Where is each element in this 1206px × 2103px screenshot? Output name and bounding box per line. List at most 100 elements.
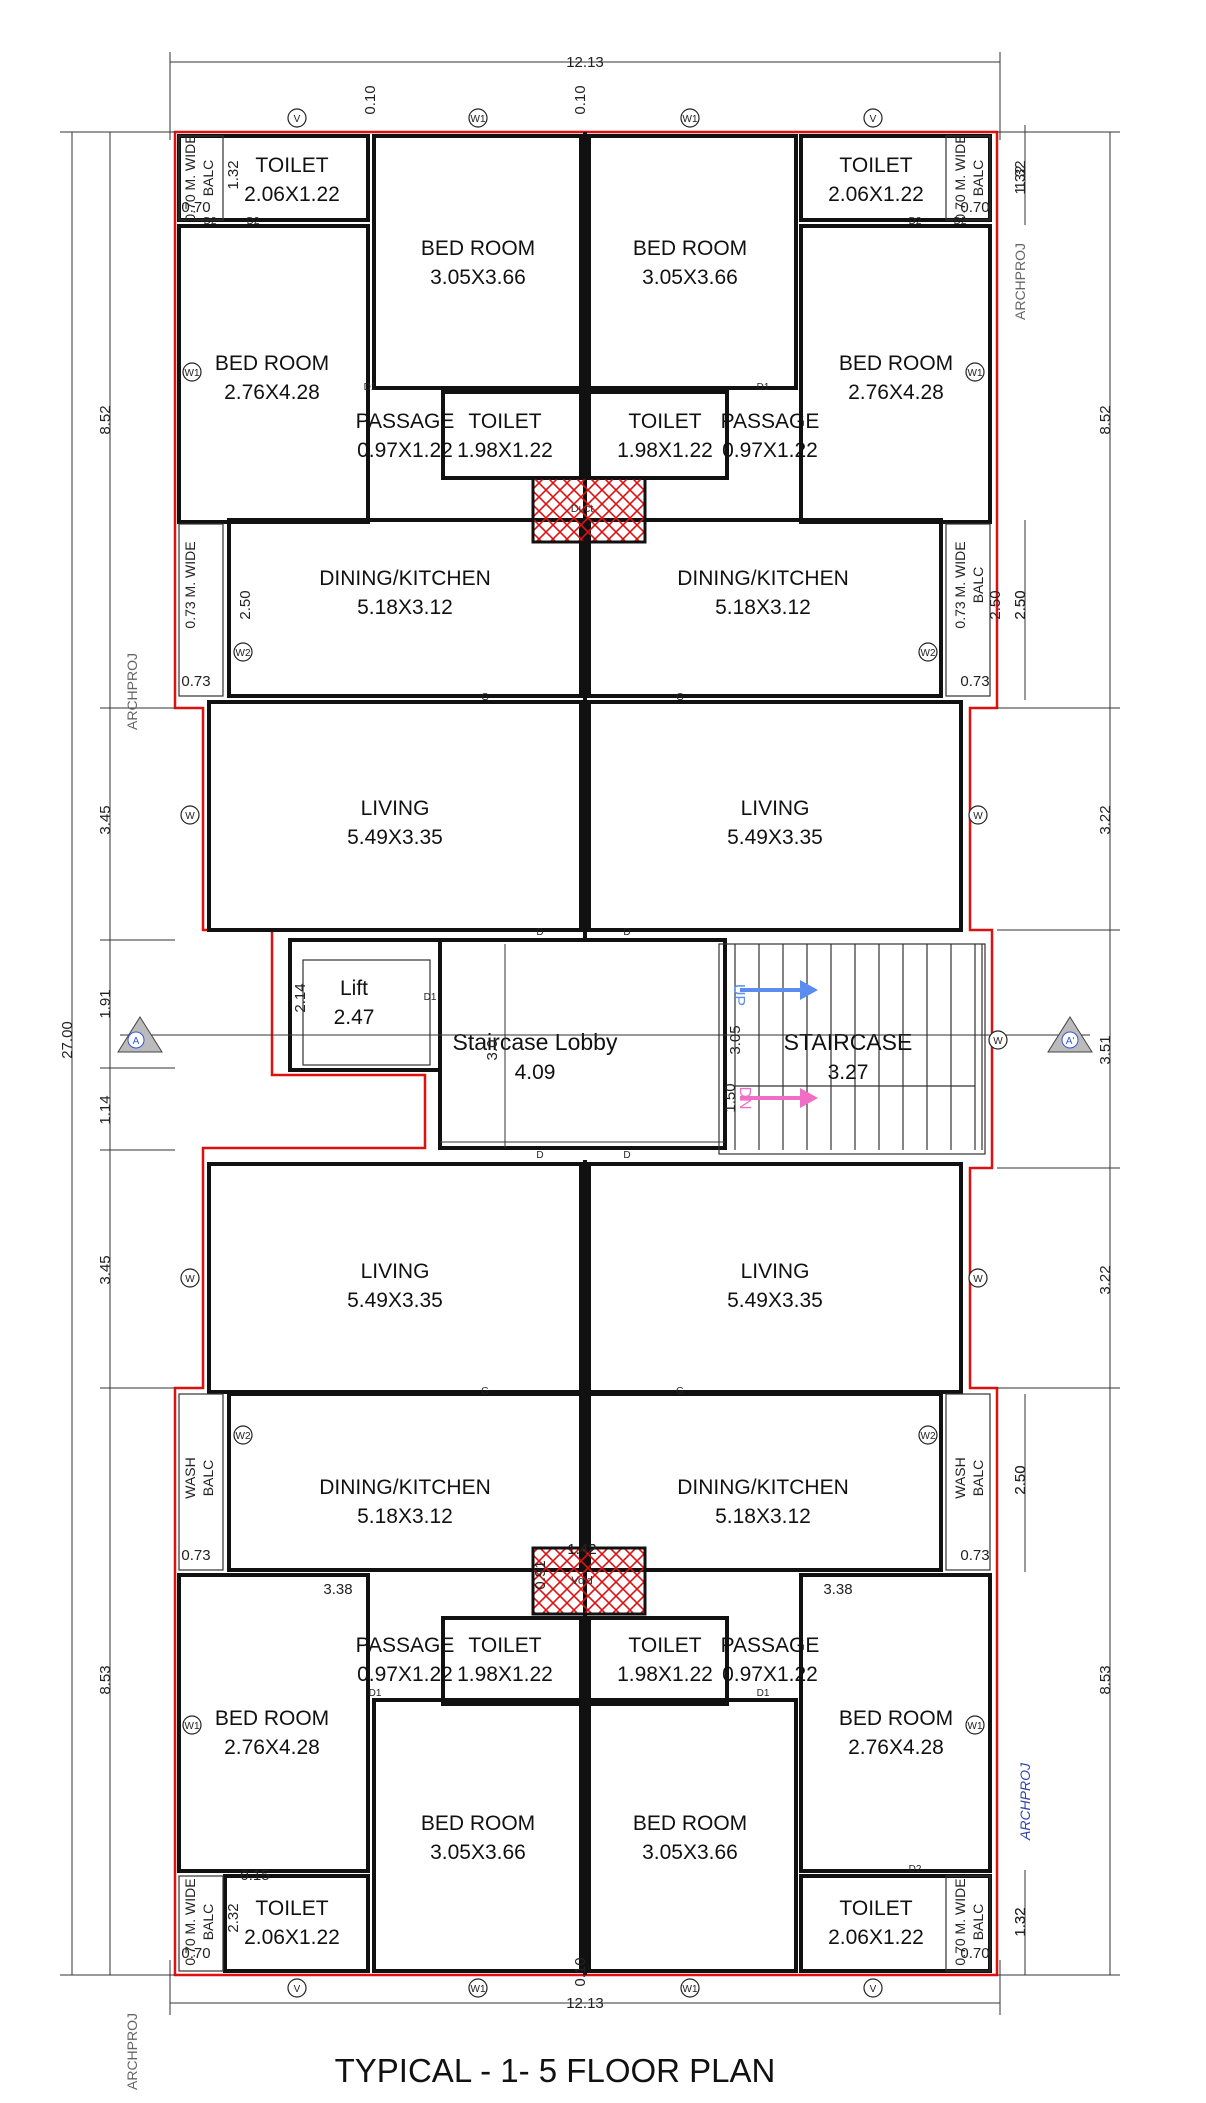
dim-top: 12.13 xyxy=(566,54,604,71)
dim-internal: 3.38 xyxy=(823,1581,852,1598)
room-size: 2.06X1.22 xyxy=(828,183,924,206)
opening-tag-label: D2 xyxy=(247,216,260,227)
dim-internal: 0.73 xyxy=(960,1547,989,1564)
stair-dn-label: DN xyxy=(736,1086,753,1109)
opening-tag-label: V xyxy=(870,114,877,125)
walls xyxy=(177,132,992,1975)
room-size: 5.18X3.12 xyxy=(357,1505,453,1528)
dim-internal: 3.0 xyxy=(484,1040,501,1061)
section-marker-right: A' xyxy=(1047,1016,1093,1053)
balcony-label: 0.70 M. WIDE xyxy=(952,1878,968,1965)
room-name: BED ROOM xyxy=(633,237,747,260)
room-size: 2.06X1.22 xyxy=(244,1926,340,1949)
dim-right: 1.32 xyxy=(1012,1907,1029,1936)
watermark: ARCHPROJ xyxy=(124,653,140,730)
room-size: 0.97X1.22 xyxy=(722,439,818,462)
dim-left: 1.14 xyxy=(97,1095,114,1124)
opening-tag-label: V xyxy=(294,114,301,125)
dim-left: 8.52 xyxy=(97,405,114,434)
duct-shaft xyxy=(531,476,647,544)
room-size: 0.97X1.22 xyxy=(722,1663,818,1686)
room-name: BED ROOM xyxy=(421,1812,535,1835)
dim-internal: 0.70 xyxy=(960,199,989,216)
room-name: BED ROOM xyxy=(215,352,329,375)
opening-tag: V xyxy=(287,108,307,128)
stair-up-label: UP xyxy=(730,984,747,1006)
opening-tag-label: D2 xyxy=(954,216,967,227)
room-name: STAIRCASE xyxy=(784,1029,913,1055)
dim-internal: 0.15 xyxy=(240,1867,269,1884)
dim-internal: 1.32 xyxy=(225,160,242,189)
room-name: PASSAGE xyxy=(356,410,455,433)
opening-tag: V xyxy=(287,1978,307,1998)
room-name: LIVING xyxy=(361,797,430,820)
opening-tag: W2 xyxy=(233,642,253,662)
room-name: PASSAGE xyxy=(721,1634,820,1657)
balcony-label: BALC xyxy=(970,1460,986,1497)
balcony-label: BALC xyxy=(200,1904,216,1941)
opening-tag-label: W xyxy=(993,1036,1003,1047)
balcony-label: BALC xyxy=(970,160,986,197)
dim-right: 2.50 xyxy=(1012,590,1029,619)
opening-tag: W xyxy=(988,1030,1008,1050)
opening-tag-label: G xyxy=(481,692,489,703)
opening-tag-label: D1 xyxy=(369,1688,382,1699)
section-left-label: A xyxy=(133,1036,140,1047)
opening-tag-label: W1 xyxy=(185,1721,200,1732)
dim-right: 8.52 xyxy=(1097,405,1114,434)
room-name: TOILET xyxy=(468,1634,541,1657)
room-name: TOILET xyxy=(839,1897,912,1920)
opening-tag: W1 xyxy=(680,108,700,128)
balcony-label: BALC xyxy=(970,567,986,604)
dim-internal: 1.32 xyxy=(1012,165,1029,194)
room-size: 3.05X3.66 xyxy=(430,266,526,289)
room-name: BED ROOM xyxy=(839,1707,953,1730)
room-size: 4.09 xyxy=(515,1061,556,1084)
room-size: 5.49X3.35 xyxy=(727,826,823,849)
dim-right: 3.22 xyxy=(1097,1265,1114,1294)
room-size: 5.49X3.35 xyxy=(347,826,443,849)
room-size: 2.76X4.28 xyxy=(224,381,320,404)
room-name: LIVING xyxy=(741,797,810,820)
room-size: 5.49X3.35 xyxy=(347,1289,443,1312)
room-size: 0.97X1.22 xyxy=(357,1663,453,1686)
room-size: 3.27 xyxy=(828,1061,869,1084)
room-size: 2.76X4.28 xyxy=(848,1736,944,1759)
room-size: 1.98X1.22 xyxy=(457,439,553,462)
room-size: 2.76X4.28 xyxy=(224,1736,320,1759)
room-size: 1.98X1.22 xyxy=(457,1663,553,1686)
dimension-lines xyxy=(60,52,1120,2015)
opening-tag: W1 xyxy=(468,108,488,128)
dim-internal: 3.05 xyxy=(727,1025,744,1054)
room-size: 5.49X3.35 xyxy=(727,1289,823,1312)
balcony-label: BALC xyxy=(200,1460,216,1497)
room-size: 3.05X3.66 xyxy=(430,1841,526,1864)
opening-tag: W1 xyxy=(680,1978,700,1998)
opening-tag-label: D2 xyxy=(204,216,217,227)
opening-tag-label: W1 xyxy=(185,368,200,379)
dim-left: 3.45 xyxy=(97,805,114,834)
opening-tag-label: G xyxy=(481,1386,489,1397)
dim-internal: 0.10 xyxy=(572,1957,589,1986)
opening-tag: W xyxy=(180,1268,200,1288)
room-name: TOILET xyxy=(839,154,912,177)
opening-tag: W2 xyxy=(918,1425,938,1445)
opening-tag-label: D xyxy=(536,927,543,938)
room-size: 5.18X3.12 xyxy=(357,596,453,619)
room-size: 2.47 xyxy=(334,1006,375,1029)
opening-tag-label: V xyxy=(870,1984,877,1995)
balcony-label: 0.70 M. WIDE xyxy=(182,134,198,221)
opening-tag-label: D1 xyxy=(364,382,377,393)
opening-tag-label: G xyxy=(676,1386,684,1397)
room-size: 3.05X3.66 xyxy=(642,1841,738,1864)
balcony-label: 0.73 M. WIDE xyxy=(952,541,968,628)
dim-internal: 1.42 xyxy=(567,1541,596,1558)
room-size: 2.06X1.22 xyxy=(828,1926,924,1949)
dim-right: 8.53 xyxy=(1097,1665,1114,1694)
dim-left: 1.91 xyxy=(97,989,114,1018)
opening-tag-label: D1 xyxy=(424,992,437,1003)
room-size: 2.76X4.28 xyxy=(848,381,944,404)
opening-tag-label: W xyxy=(973,1274,983,1285)
